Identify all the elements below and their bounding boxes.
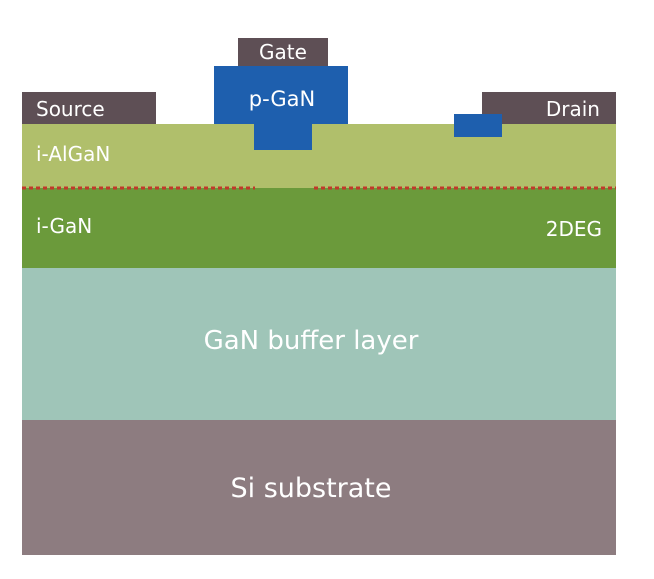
i-algan-layer [22,124,616,188]
source-contact [22,92,156,124]
i-algan-label: i-AlGaN [36,142,110,166]
drain-side-p-gan-island [454,114,502,137]
gan-buffer-layer [22,268,616,420]
drain-label: Drain [546,97,600,121]
gate-contact [238,38,328,66]
2deg-label: 2DEG [546,217,602,241]
si-substrate-layer [22,420,616,555]
source-label: Source [36,97,105,121]
gan-buffer-label: GaN buffer layer [204,326,419,356]
si-substrate-label: Si substrate [230,473,391,504]
drain-contact [482,92,616,124]
p-gan-gate-lower [254,124,312,150]
p-gan-gate-upper [214,66,348,124]
p-gan-label: p-GaN [249,87,316,111]
i-gan-label: i-GaN [36,214,92,238]
gate-label: Gate [259,40,307,64]
i-gan-layer [22,188,616,268]
